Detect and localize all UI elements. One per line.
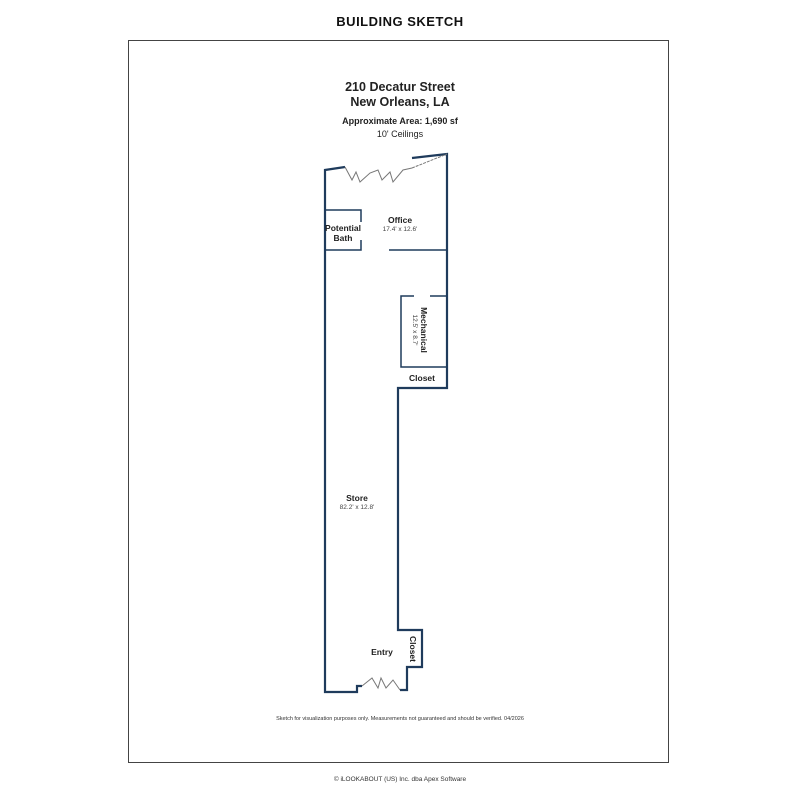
room-dims: 12.5' x 8.7'	[411, 314, 418, 346]
room-entry: Entry	[371, 647, 393, 657]
sketch-frame	[128, 40, 669, 763]
ceilings: 10' Ceilings	[376, 129, 424, 139]
room-closet: Closet	[409, 373, 435, 383]
page-title: BUILDING SKETCH	[336, 14, 464, 29]
doors	[344, 153, 448, 691]
walls	[323, 152, 449, 694]
room-name: Potential	[325, 223, 361, 233]
copyright: © iLOOKABOUT (US) Inc. dba Apex Software	[333, 776, 467, 783]
room-name2: Bath	[333, 233, 353, 243]
room-dims: 17.4' x 12.6'	[382, 226, 418, 233]
room-name: Store	[346, 493, 368, 503]
room-name: Office	[387, 215, 413, 225]
address-line1: 210 Decatur Street	[345, 80, 455, 94]
disclaimer: Sketch for visualization purposes only. …	[276, 716, 524, 722]
room-entry-closet: Closet	[408, 636, 418, 662]
interior-walls	[325, 209, 447, 368]
room-dims: 82.2' x 12.8'	[339, 504, 375, 511]
approximate-area: Approximate Area: 1,690 sf	[342, 116, 458, 126]
room-name: Mechanical	[419, 307, 429, 353]
address-line2: New Orleans, LA	[350, 95, 450, 109]
